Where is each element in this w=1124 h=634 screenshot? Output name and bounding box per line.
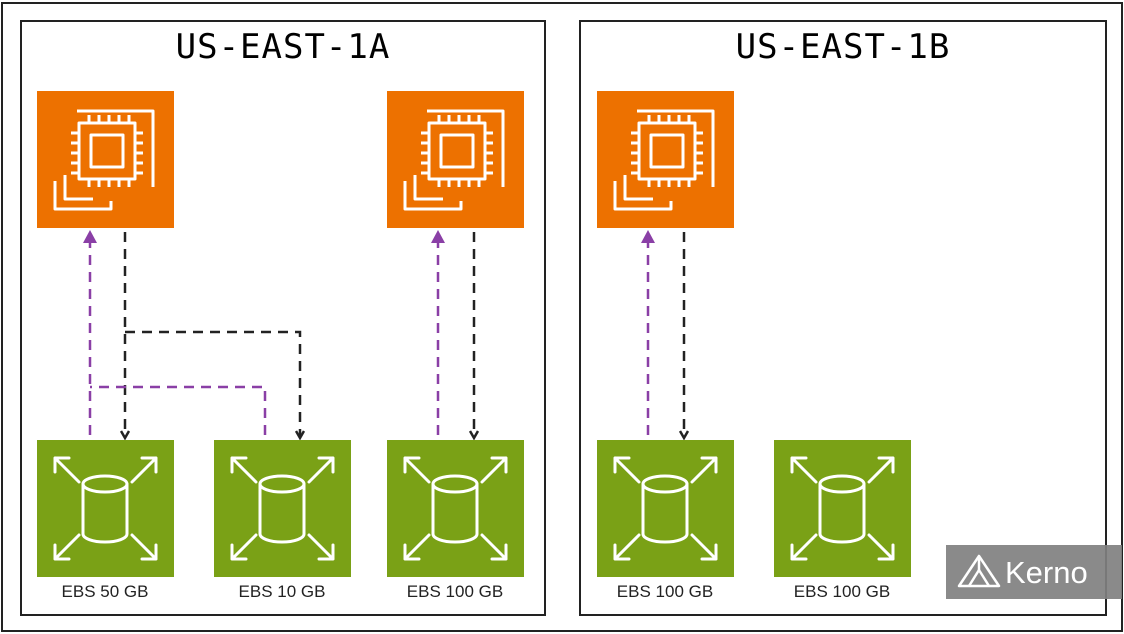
kerno-logo-icon: [957, 554, 1001, 588]
volume-label-3: EBS 100 GB: [407, 582, 503, 601]
ebs-volume-1[interactable]: [37, 440, 174, 577]
kerno-wordmark: Kerno: [1005, 555, 1088, 590]
volume-label-1: EBS 50 GB: [62, 582, 149, 601]
volume-label-5: EBS 100 GB: [794, 582, 890, 601]
volume-label-2: EBS 10 GB: [239, 582, 326, 601]
zone-title-us-east-1b: US-EAST-1B: [736, 27, 951, 67]
kerno-watermark: Kerno: [946, 545, 1122, 599]
ec2-instance-icon: [37, 91, 174, 228]
zone-title-us-east-1a: US-EAST-1A: [176, 27, 391, 67]
ec2-instance-icon: [597, 91, 734, 228]
ec2-instance-3[interactable]: [597, 91, 734, 228]
ebs-volume-3[interactable]: [387, 440, 524, 577]
ebs-volume-2[interactable]: [214, 440, 351, 577]
connection-lines: [83, 230, 684, 437]
ebs-volume-4[interactable]: [597, 440, 734, 577]
ebs-volume-5[interactable]: [774, 440, 911, 577]
ec2-instance-1[interactable]: [37, 91, 174, 228]
write-arrow-instance1-volume2: [125, 330, 300, 437]
ec2-instance-2[interactable]: [387, 91, 524, 228]
ec2-instance-icon: [387, 91, 524, 228]
volume-label-4: EBS 100 GB: [617, 582, 713, 601]
